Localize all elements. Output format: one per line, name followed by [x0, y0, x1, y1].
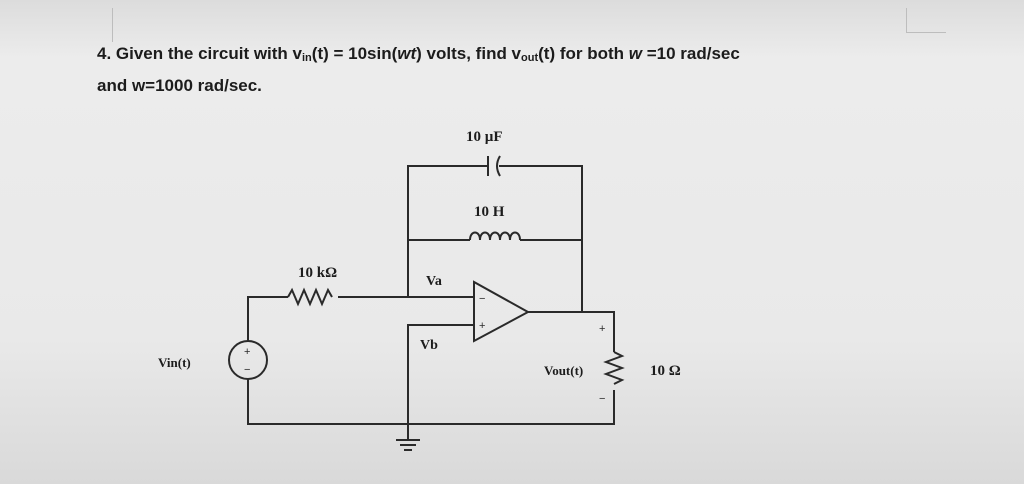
- node-b-label: Vb: [420, 338, 438, 353]
- opamp-plus: +: [479, 320, 485, 332]
- source-plus: +: [244, 346, 250, 358]
- question-line-1: 4. Given the circuit with vin(t) = 10sin…: [97, 44, 740, 64]
- opamp-minus: −: [479, 293, 485, 305]
- wire-out-load-top: [582, 311, 615, 352]
- crop-mark-left: [112, 8, 113, 42]
- op-amp: [473, 280, 531, 343]
- capacitor-label: 10 µF: [466, 129, 503, 145]
- load-label: 10 Ω: [650, 363, 681, 379]
- voltage-source: [228, 340, 268, 380]
- inductor-label: 10 H: [474, 204, 505, 220]
- wire-noninv-ground: [407, 324, 474, 440]
- wire-feedback-right: [499, 165, 583, 297]
- vout-label: Vout(t): [544, 363, 583, 378]
- node-a-label: Va: [426, 274, 442, 289]
- wire-source-top: [247, 296, 288, 341]
- crop-mark-right-h: [906, 32, 946, 33]
- resistor-10k: [287, 287, 333, 307]
- wire-load-bottom: [408, 390, 615, 425]
- ground-symbol: [396, 439, 420, 451]
- question-line-2: and w=1000 rad/sec.: [97, 76, 262, 95]
- resistor-in-label: 10 kΩ: [298, 265, 337, 281]
- resistor-10-ohm: [603, 351, 625, 385]
- source-label: Vin(t): [158, 355, 191, 370]
- wire-source-bottom: [247, 379, 408, 425]
- vout-plus: +: [599, 323, 605, 335]
- inductor-10h: [469, 231, 521, 241]
- vout-minus: −: [599, 393, 605, 405]
- capacitor-plate-right: [496, 155, 501, 177]
- crop-mark-right: [906, 8, 907, 32]
- source-minus: −: [244, 364, 250, 376]
- wire-feedback-left: [407, 165, 487, 297]
- question-text: 4. Given the circuit with vin(t) = 10sin…: [97, 40, 937, 99]
